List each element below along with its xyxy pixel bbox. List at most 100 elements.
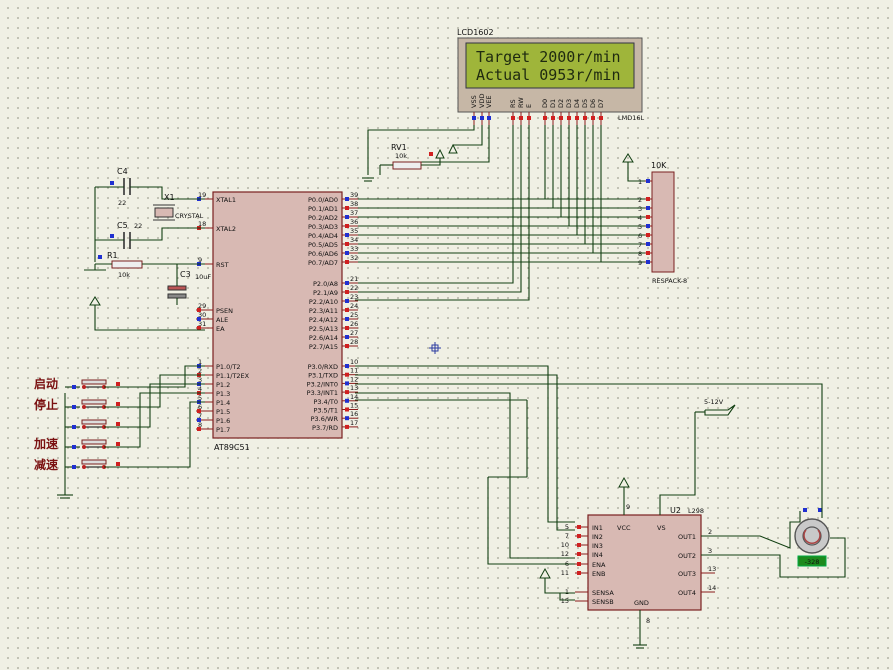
l298-sense-num: 1	[565, 588, 569, 596]
c5-value: 22	[134, 222, 142, 230]
l298-input-num: 12	[561, 550, 569, 558]
motor-rotation-icon	[803, 529, 821, 545]
l298-input-label: IN2	[592, 533, 603, 541]
vdd-power-icon	[448, 143, 458, 154]
mcu-pin-right-label: P0.5/AD5	[308, 241, 338, 249]
lcd-pin-label: D6	[589, 99, 597, 108]
ena-power-icon	[539, 567, 551, 579]
mcu-pin-right-label: P2.5/A13	[309, 325, 338, 333]
lcd-pin-label: D0	[541, 99, 549, 108]
mcu-pin-right-num: 15	[350, 402, 358, 410]
c4-name: C4	[117, 167, 128, 176]
l298-input-num: 10	[561, 541, 569, 549]
lcd-pin-label: VEE	[485, 95, 493, 108]
lcd-pin-label: E	[525, 104, 533, 108]
potentiometer-rv1[interactable]: RV1 10k	[362, 143, 445, 182]
mcu-pin-right-num: 11	[350, 367, 358, 375]
push-button[interactable]	[65, 399, 125, 409]
button-label: 减速	[34, 457, 58, 472]
mcu-pin-left-num: 4	[198, 385, 202, 393]
c3-value: 10uF	[195, 273, 211, 281]
mcu-pin-right-label: P2.2/A10	[309, 298, 338, 306]
mcu-pin-right-label: P3.4/T0	[313, 398, 338, 406]
mcu-pin-right-label: P2.7/A15	[309, 343, 338, 351]
lcd-name: LCD1602	[457, 28, 494, 37]
dc-motor[interactable]: -328	[794, 508, 830, 567]
motor-inner	[802, 526, 822, 546]
lcd-pin-label: D2	[557, 99, 565, 108]
push-button[interactable]	[65, 459, 125, 469]
mcu-pin-right-num: 10	[350, 358, 358, 366]
mcu-pin-left-num: 19	[198, 191, 206, 199]
mcu-pin-right-num: 24	[350, 302, 358, 310]
mcu-pin-right-label: P0.2/AD2	[308, 214, 338, 222]
respack-pin-num: 9	[638, 259, 642, 267]
mcu-pin-right-num: 34	[350, 236, 358, 244]
button-cap	[81, 399, 107, 405]
push-button[interactable]	[65, 419, 125, 429]
r1-name: R1	[107, 251, 118, 260]
button-label: 停止	[34, 397, 58, 412]
push-button[interactable]	[65, 439, 125, 449]
l298-input-num: 7	[565, 532, 569, 540]
mcu-pin-right-label: P3.5/T1	[313, 407, 338, 415]
mcu-pin-left-num: 3	[198, 376, 202, 384]
l298-part: L298	[688, 507, 704, 515]
l298-gnd-num: 8	[646, 617, 650, 625]
c3-plate-a	[167, 285, 187, 291]
mcu-pin-left-label: RST	[216, 261, 229, 269]
mcu-pin-right-num: 22	[350, 284, 358, 292]
crosshair-marker	[429, 342, 441, 354]
supply-terminal[interactable]: 5-12V	[659, 398, 736, 505]
rv1-body	[392, 161, 422, 170]
mcu-pin-left-label: P1.6	[216, 417, 230, 425]
respack-pin-num: 8	[638, 250, 642, 258]
mcu-pin-left-label: PSEN	[216, 307, 233, 315]
respack-pin-num: 1	[638, 178, 642, 186]
mcu-pin-right-label: P0.4/AD4	[308, 232, 338, 240]
mcu-at89c51[interactable]: XTAL119XTAL218RST9PSEN29ALE30EA31P1.0/T2…	[196, 191, 358, 452]
l298-name: U2	[670, 506, 681, 515]
mcu-pin-right-label: P3.7/RD	[312, 424, 338, 432]
l298-output-label: OUT3	[678, 570, 696, 578]
mcu-pin-left-num: 1	[198, 358, 202, 366]
mcu-pin-left-label: P1.0/T2	[216, 363, 241, 371]
mcu-pin-right-num: 36	[350, 218, 358, 226]
l298-sense-num: 15	[561, 597, 569, 605]
l298-vcc: VCC	[617, 524, 631, 532]
respack-part: RESPACK-8	[652, 277, 687, 285]
r1-body	[111, 260, 143, 269]
c3-plate-b	[167, 293, 187, 299]
mcu-pin-right-num: 33	[350, 245, 358, 253]
respack-pin-num: 6	[638, 232, 642, 240]
mcu-pin-right-num: 32	[350, 254, 358, 262]
motor-wiring	[701, 508, 846, 578]
mcu-pin-left-label: P1.3	[216, 390, 230, 398]
mcu-pin-left-label: ALE	[216, 316, 228, 324]
motor-readout-box	[797, 555, 827, 567]
lcd-module[interactable]: LCD1602 Target 2000r/min Actual 0953r/mi…	[457, 28, 645, 125]
push-button[interactable]	[65, 379, 125, 389]
l298-gnd: GND	[634, 599, 649, 607]
lcd-pin-label: D5	[581, 99, 589, 108]
mcu-pin-right-num: 28	[350, 338, 358, 346]
motor-driver-l298[interactable]: U2 L298 IN15IN27IN310IN412ENA6ENB11SENSA…	[561, 476, 717, 649]
mcu-pin-right-label: P0.3/AD3	[308, 223, 338, 231]
l298-input-num: 11	[561, 569, 569, 577]
mcu-pin-left-label: EA	[216, 325, 225, 333]
driver-wiring	[355, 365, 823, 601]
clock-circuit[interactable]: C4 22 C5 22 X1 CRYSTAL R1 10k C3 10uF	[84, 167, 211, 331]
mcu-pin-left-label: P1.2	[216, 381, 230, 389]
l298-body	[587, 514, 702, 611]
l298-input-num: 5	[565, 523, 569, 531]
c3-name: C3	[180, 270, 191, 279]
mcu-pin-left-label: XTAL1	[216, 196, 236, 204]
respack-pin-num: 5	[638, 223, 642, 231]
rv1-value: 10k	[395, 152, 407, 160]
lcd-line-2: Actual 0953r/min	[476, 66, 621, 84]
ea-power-icon	[89, 296, 101, 306]
l298-vcc-num: 9	[626, 503, 630, 511]
